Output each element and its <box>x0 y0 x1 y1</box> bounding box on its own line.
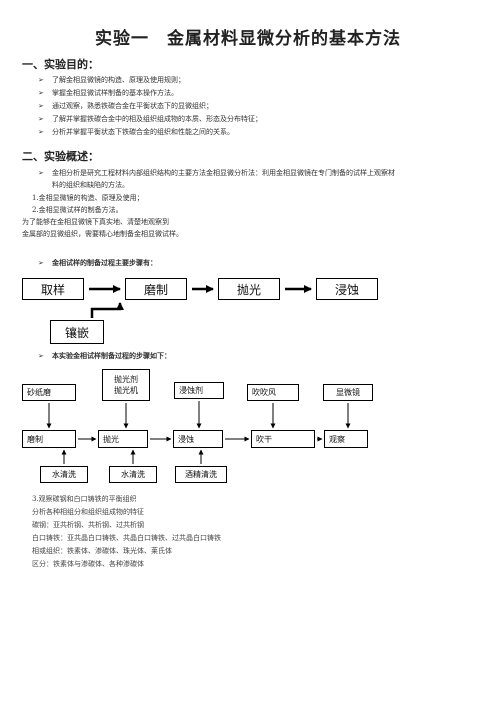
section1-heading: 一、实验目的： <box>22 58 99 71</box>
section3-line: 碳钢：亚共析钢、共析钢、过共析钢 <box>32 521 144 529</box>
flow1-step-polishing: 抛光 <box>218 278 280 300</box>
flow1-step-mounting: 镶嵌 <box>50 320 104 344</box>
flow2-tool-polisher: 抛光剂 抛光机 <box>102 369 150 401</box>
flow1-step-sampling: 取样 <box>22 278 84 300</box>
flow1-step-etching: 浸蚀 <box>316 278 378 300</box>
overview-sub2: 2.金相显微试样的制备方法。 <box>32 206 123 214</box>
section3-line: 分析各种相组分和组织组成物的特征 <box>32 508 144 516</box>
flow2-step-observe: 观察 <box>324 430 368 448</box>
flow2-step-etch: 浸蚀 <box>173 430 223 448</box>
section3-line: 相或组织：铁素体、渗碳体、珠光体、莱氏体 <box>32 547 172 555</box>
flow2-tool-dryer: 吹吹风 <box>247 384 299 401</box>
flow2-rinse-water-2: 水清洗 <box>109 466 157 483</box>
overview-note1: 为了能够在金相显微镜下真实地、清楚地观察到 <box>22 218 169 226</box>
overview-intro-cont: 料的组织和缺陷的方法。 <box>52 181 129 189</box>
flow1-arrow-mount <box>90 302 124 318</box>
overview-sub1: 1.金相显微镜的构造、原理及使用； <box>32 194 144 202</box>
flow2-rinse-water-1: 水清洗 <box>40 466 88 483</box>
section2-heading: 二、实验概述： <box>22 150 99 163</box>
flow1-step-grinding: 磨制 <box>125 278 187 300</box>
flow2-rinse-alcohol: 酒精清洗 <box>175 466 227 483</box>
flow2-tool-microscope: 显微镜 <box>323 384 373 401</box>
section3-line: 区分：铁素体与渗碳体、各种渗碳体 <box>32 560 144 568</box>
flow2-tool-sandpaper: 砂纸磨 <box>22 384 76 401</box>
flow2-step-polish: 抛光 <box>98 430 148 448</box>
flow2-step-grind: 磨制 <box>22 430 76 448</box>
flow2-step-dry: 吹干 <box>251 430 315 448</box>
overview-note2: 金属部的显微组织，需要精心地制备金相显微试样。 <box>22 230 183 238</box>
flow2-tool-etchant: 浸蚀剂 <box>174 382 224 399</box>
section3-heading: 3.观察碳钢和白口铸铁的平衡组织 <box>32 495 137 503</box>
page-title: 实验一 金属材料显微分析的基本方法 <box>95 29 401 49</box>
section3-line: 白口铸铁：亚共晶白口铸铁、共晶白口铸铁、过共晶白口铸铁 <box>32 534 221 542</box>
